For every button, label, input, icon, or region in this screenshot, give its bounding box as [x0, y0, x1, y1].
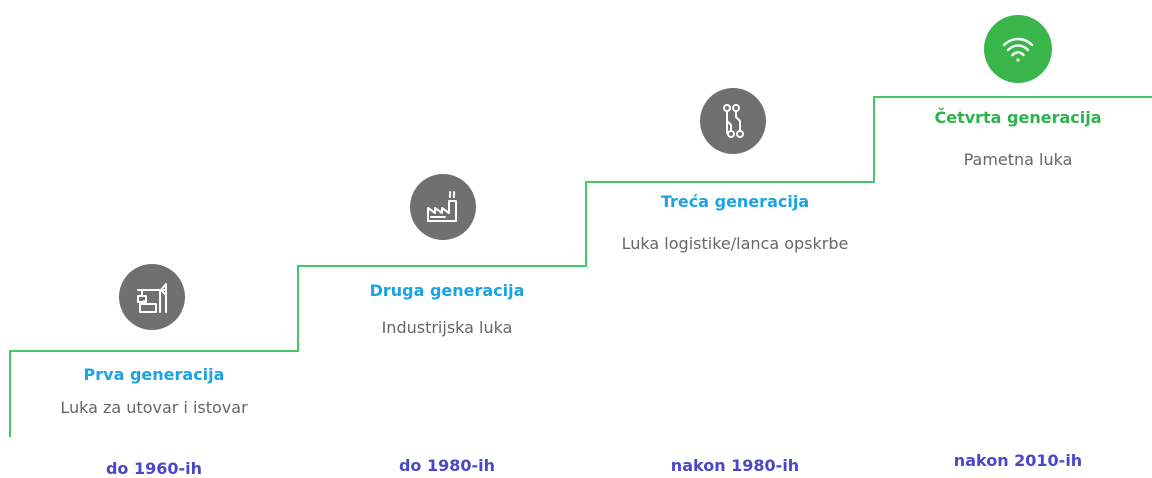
- generation-2-title: Druga generacija: [369, 281, 525, 300]
- factory-icon-badge: [410, 174, 476, 240]
- generation-3-period: nakon 1980-ih: [670, 456, 800, 475]
- wifi-icon-badge: [984, 15, 1052, 83]
- wifi-icon: [1002, 37, 1034, 62]
- generation-3-title: Treća generacija: [660, 192, 810, 211]
- generation-4-period: nakon 2010-ih: [953, 451, 1083, 470]
- step-path: [9, 96, 1152, 437]
- generation-4-description: Pametna luka: [963, 150, 1073, 169]
- crane-icon: [137, 283, 167, 313]
- generation-2-description: Industrijska luka: [381, 318, 513, 337]
- factory-icon: [427, 191, 457, 222]
- generation-3-description: Luka logistike/lanca opskrbe: [621, 234, 849, 253]
- generation-4-title: Četvrta generacija: [934, 108, 1102, 127]
- generation-2-period: do 1980-ih: [398, 456, 496, 475]
- generation-1-period: do 1960-ih: [105, 459, 203, 478]
- generation-1-title: Prva generacija: [83, 365, 225, 384]
- network-icon: [723, 104, 744, 138]
- generation-1-description: Luka za utovar i istovar: [60, 398, 248, 417]
- crane-icon-badge: [119, 264, 185, 330]
- network-icon-badge: [700, 88, 766, 154]
